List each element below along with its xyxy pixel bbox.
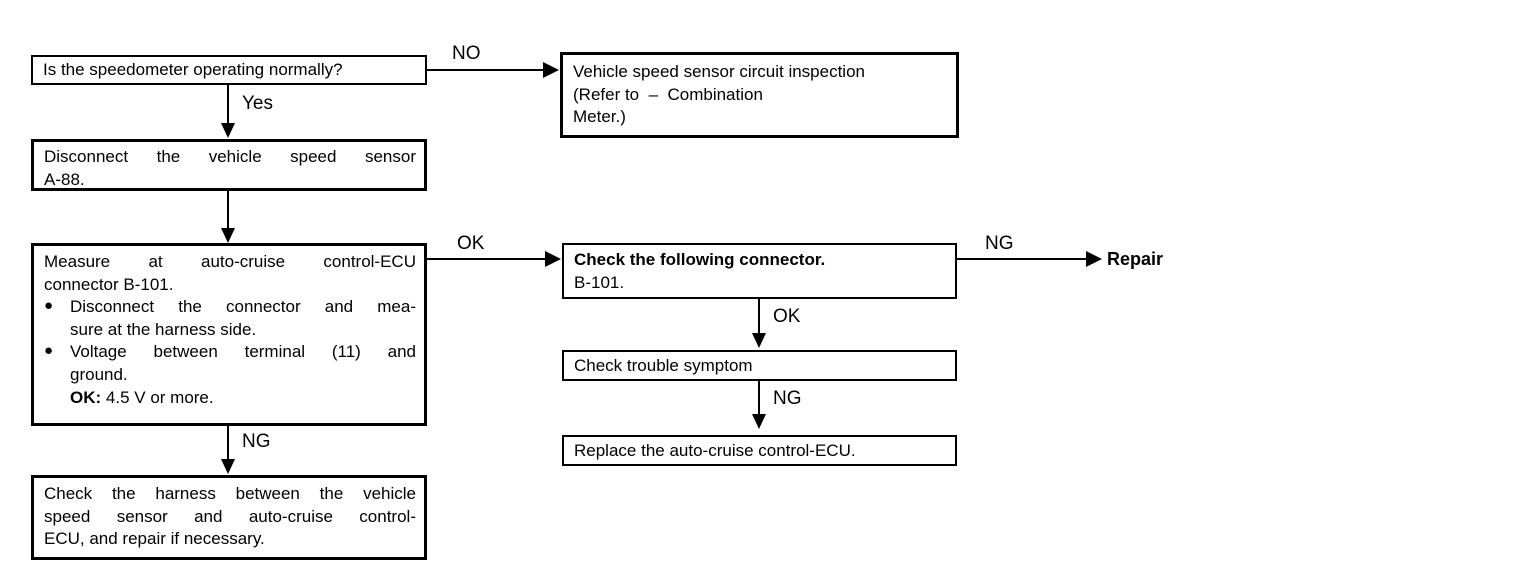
node-check-harness-line1: Check the harness between the vehicle — [44, 484, 416, 503]
edge-label-ng-measure: NG — [242, 431, 271, 452]
node-vehicle-speed-sensor-circuit-line1: Vehicle speed sensor circuit inspection — [573, 62, 865, 81]
node-speedometer-question-text: Is the speedometer operating normally? — [43, 60, 343, 79]
node-measure-ecu-line2: connector B-101. — [44, 274, 174, 294]
edge-ok-connector-line — [758, 299, 760, 336]
edge-ng-symptom-arrowhead — [752, 414, 766, 429]
node-vehicle-speed-sensor-circuit-line2: (Refer to – Combination — [573, 84, 763, 104]
edge-ng-symptom-line — [758, 381, 760, 417]
node-replace-ecu-text: Replace the auto-cruise control-ECU. — [574, 441, 856, 460]
edge-ok-measure-arrowhead — [545, 251, 561, 267]
node-disconnect-sensor-line2: A-88. — [44, 169, 85, 189]
node-measure-ecu-line1: Measure at auto-cruise control-ECU — [44, 252, 416, 271]
edge-ng-measure-line — [227, 426, 229, 463]
edge-ng-connector-arrowhead — [1086, 251, 1102, 267]
node-vehicle-speed-sensor-circuit-line3: Meter.) — [573, 107, 626, 127]
bullet-dot-icon: ● — [44, 342, 54, 360]
node-measure-ecu-ok-row: OK: 4.5 V or more. — [70, 387, 416, 410]
node-check-harness: Check the harness between the vehicle sp… — [31, 475, 427, 560]
node-replace-ecu: Replace the auto-cruise control-ECU. — [562, 435, 957, 466]
edge-ng-connector-line — [957, 258, 1086, 260]
node-measure-ecu-bullet-2-line1: Voltage between terminal (11) and — [70, 342, 416, 362]
node-check-trouble-symptom: Check trouble symptom — [562, 350, 957, 381]
node-check-connector-line2: B-101. — [574, 272, 625, 292]
node-check-trouble-symptom-text: Check trouble symptom — [574, 356, 753, 375]
node-check-connector: Check the following connector. B-101. — [562, 243, 957, 299]
edge-yes-arrowhead — [221, 123, 235, 138]
node-check-harness-line2: speed sensor and auto-cruise control- — [44, 506, 416, 526]
edge-label-no: NO — [452, 43, 481, 64]
edge-label-ng-connector: NG — [985, 233, 1014, 254]
node-measure-ecu: Measure at auto-cruise control-ECU conne… — [31, 243, 427, 426]
edge-no-line — [427, 69, 543, 71]
node-measure-ecu-ok-label: OK: — [70, 387, 102, 407]
node-check-connector-line1: Check the following connector. — [574, 250, 826, 269]
node-disconnect-sensor-line1: Disconnect the vehicle speed sensor — [44, 147, 416, 166]
node-measure-ecu-bullet-1-line2: sure at the harness side. — [70, 319, 257, 339]
edge-disconnect-to-measure-arrowhead — [221, 228, 235, 243]
edge-label-ng-symptom: NG — [773, 388, 802, 409]
bullet-dot-icon: ● — [44, 297, 54, 315]
node-speedometer-question: Is the speedometer operating normally? — [31, 55, 427, 85]
edge-label-yes: Yes — [242, 93, 273, 114]
edge-label-ok-connector: OK — [773, 306, 801, 327]
edge-ng-measure-arrowhead — [221, 459, 235, 474]
node-measure-ecu-bullet-1-line1: Disconnect the connector and mea- — [70, 297, 416, 317]
node-repair: Repair — [1107, 249, 1164, 269]
node-measure-ecu-ok-value: 4.5 V or more. — [101, 387, 214, 407]
node-measure-ecu-bullet-2: ● Voltage between terminal (11) and grou… — [44, 341, 416, 409]
node-vehicle-speed-sensor-circuit: Vehicle speed sensor circuit inspection … — [560, 52, 959, 138]
node-disconnect-sensor: Disconnect the vehicle speed sensor A-88… — [31, 139, 427, 191]
edge-yes-line — [227, 85, 229, 125]
edge-ok-measure-line — [427, 258, 545, 260]
edge-label-ok-measure: OK — [457, 233, 485, 254]
node-measure-ecu-bullet-2-line2: ground. — [70, 365, 128, 385]
edge-no-arrowhead — [543, 62, 559, 78]
node-measure-ecu-bullet-1: ● Disconnect the connector and mea- sure… — [44, 296, 416, 341]
edge-ok-connector-arrowhead — [752, 333, 766, 348]
node-check-harness-line3: ECU, and repair if necessary. — [44, 529, 265, 549]
edge-disconnect-to-measure-line — [227, 191, 229, 231]
